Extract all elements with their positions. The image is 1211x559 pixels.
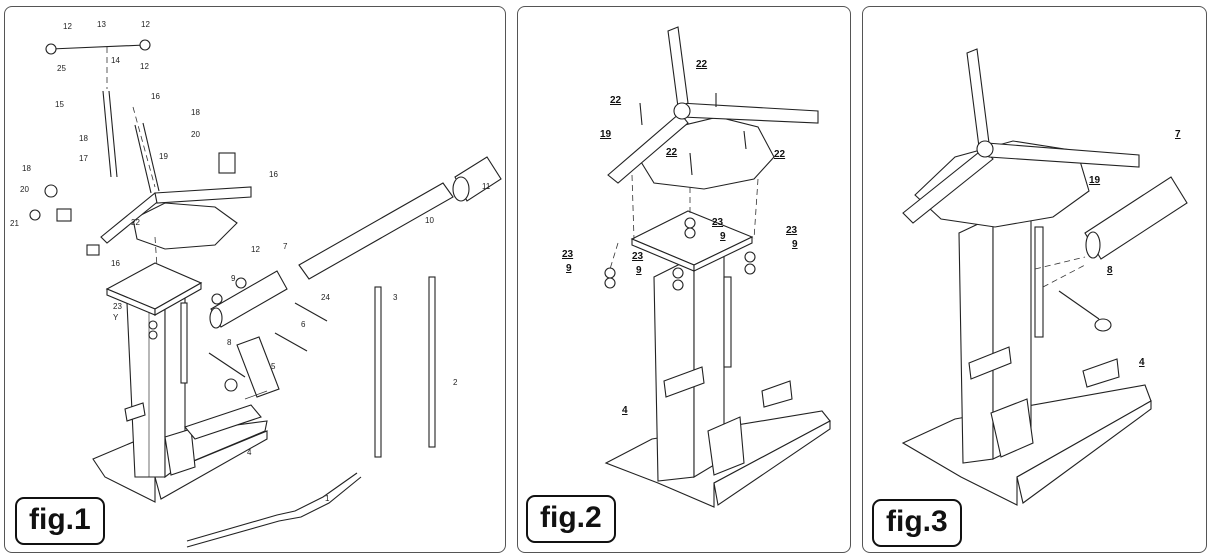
part-number-label: 17 <box>79 154 88 163</box>
part-5-arm <box>236 336 280 398</box>
part-number-label: 20 <box>191 130 200 139</box>
part-number-label: 8 <box>1107 265 1113 276</box>
figure-3-drawing: 7 19 8 4 <box>901 48 1188 506</box>
part-number-label: 5 <box>271 362 276 371</box>
part-number-label: 12 <box>141 20 150 29</box>
part-number-label: 24 <box>321 293 330 302</box>
part-number-label: 18 <box>191 108 200 117</box>
figure-3-panel: 7 19 8 4 fig.3 <box>862 6 1207 553</box>
part-number-label: 9 <box>566 263 572 274</box>
part-number-label: 1 <box>325 494 330 503</box>
part-number-label: 22 <box>610 95 622 106</box>
part-number-label: 18 <box>79 134 88 143</box>
part-number-label: Y <box>113 313 119 322</box>
part-number-label: 9 <box>231 274 236 283</box>
part-number-label: 19 <box>159 152 168 161</box>
figure-3-label: fig.3 <box>872 499 962 547</box>
part-number-label: 22 <box>131 218 140 227</box>
part-number-label: 19 <box>1089 175 1101 186</box>
arm-right <box>679 102 819 124</box>
part-number-label: 9 <box>792 239 798 250</box>
part-number-label: 2 <box>453 378 458 387</box>
figure-3-part-labels: 7 19 8 4 <box>1089 129 1181 368</box>
part-1-lever <box>186 472 358 542</box>
figure-1-label: fig.1 <box>15 497 105 545</box>
part-number-label: 22 <box>696 59 708 70</box>
column <box>958 216 994 464</box>
part-2-rod <box>428 276 436 448</box>
arm-up <box>667 26 689 108</box>
part-number-label: 23 <box>712 217 724 228</box>
part-number-label: 12 <box>251 245 260 254</box>
part-number-label: 4 <box>247 448 252 457</box>
part-number-label: 15 <box>55 100 64 109</box>
part-number-label: 23 <box>113 302 122 311</box>
part-10-bar <box>298 182 454 280</box>
figure-2-drawing: 22 22 19 22 22 23 9 23 9 23 9 23 9 4 <box>562 26 831 508</box>
part-number-label: 20 <box>20 185 29 194</box>
arm-right <box>154 186 252 204</box>
column <box>653 256 695 482</box>
part-number-label: 16 <box>111 259 120 268</box>
arm-left <box>607 112 689 184</box>
part-number-label: 12 <box>63 22 72 31</box>
figure-2-panel: 22 22 19 22 22 23 9 23 9 23 9 23 9 4 fig.2 <box>517 6 851 553</box>
part-number-label: 9 <box>636 265 642 276</box>
part-number-label: 4 <box>622 405 628 416</box>
arm-up <box>966 48 990 148</box>
part-number-label: 7 <box>283 242 288 251</box>
part-number-label: 19 <box>600 129 612 140</box>
part-number-label: 25 <box>57 64 66 73</box>
part-number-label: 10 <box>425 216 434 225</box>
part-number-label: 6 <box>301 320 306 329</box>
figure-2-part-labels: 22 22 19 22 22 23 9 23 9 23 9 23 9 4 <box>562 59 798 416</box>
part-number-label: 23 <box>786 225 798 236</box>
part-number-label: 12 <box>140 62 149 71</box>
part-number-label: 11 <box>482 182 491 191</box>
part-number-label: 22 <box>774 149 786 160</box>
part-number-label: 13 <box>97 20 106 29</box>
part-number-label: 22 <box>666 147 678 158</box>
arm-left <box>902 148 994 224</box>
turntable <box>914 140 1090 228</box>
part-number-label: 8 <box>227 338 232 347</box>
turntable <box>132 202 238 250</box>
part-number-label: 23 <box>632 251 644 262</box>
part-number-label: 16 <box>151 92 160 101</box>
figure-2-label: fig.2 <box>526 495 616 543</box>
part-number-label: 14 <box>111 56 120 65</box>
part-3-rod <box>374 286 382 458</box>
turntable <box>637 116 775 190</box>
part-number-label: 23 <box>562 249 574 260</box>
part-number-label: 16 <box>269 170 278 179</box>
part-number-label: 18 <box>22 164 31 173</box>
part-number-label: 3 <box>393 293 398 302</box>
part-number-label: 9 <box>720 231 726 242</box>
part-number-label: 7 <box>1175 129 1181 140</box>
part-number-label: 21 <box>10 219 19 228</box>
part-number-label: 4 <box>1139 357 1145 368</box>
